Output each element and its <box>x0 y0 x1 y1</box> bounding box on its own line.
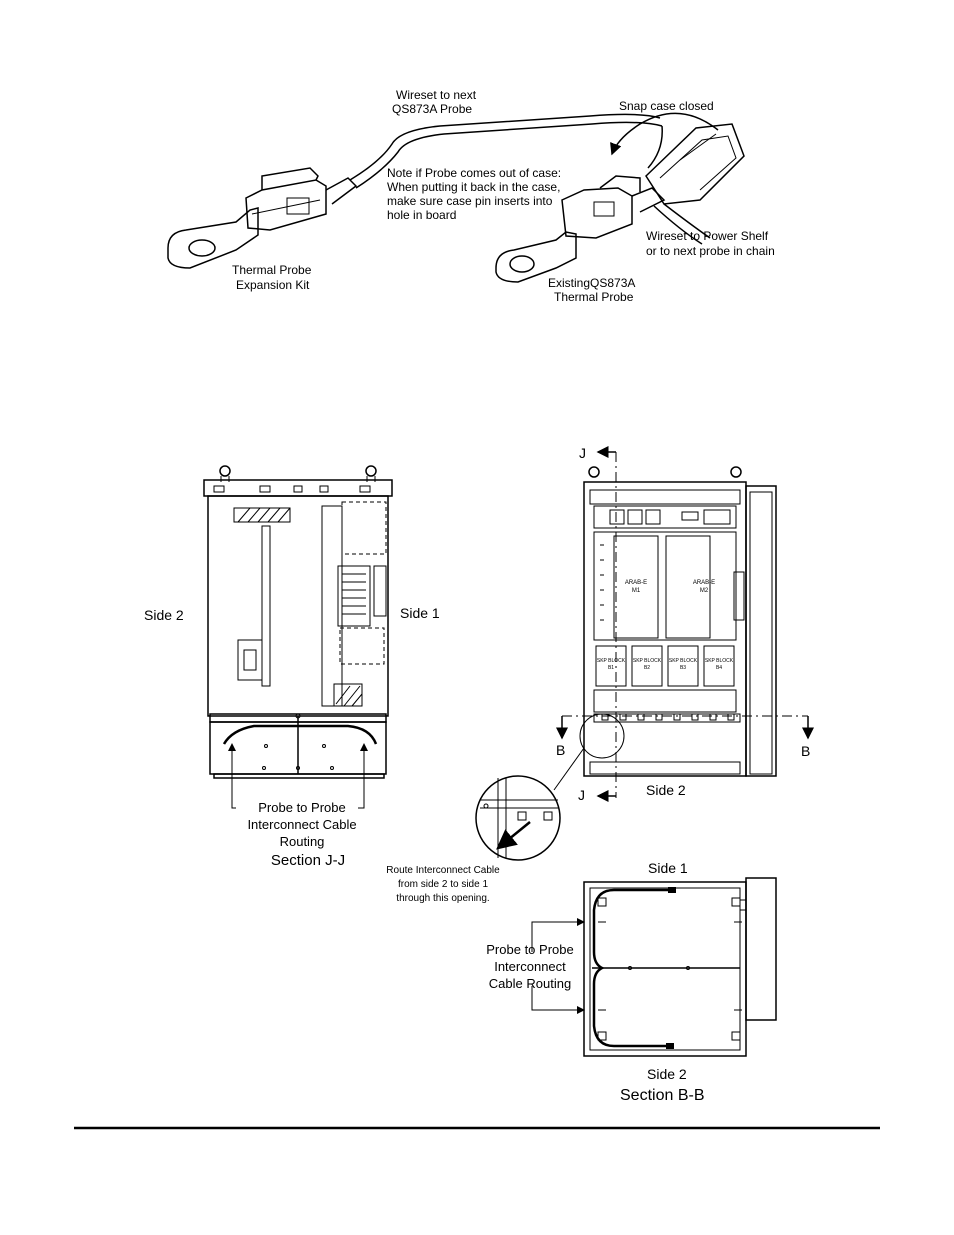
module-1-label: ARAB-E <box>625 580 647 586</box>
snap-case-arrow <box>610 112 719 156</box>
j-bottom-marker: J <box>578 787 585 803</box>
b-left-marker: B <box>556 742 565 758</box>
bb-routing-label-3: Cable Routing <box>489 976 571 991</box>
front-side2-label: Side 2 <box>646 782 686 798</box>
block-2-label: SKP BLOCK <box>633 658 662 664</box>
detail-label-1: Route Interconnect Cable <box>386 865 500 876</box>
note-label-2: When putting it back in the case, <box>387 180 560 194</box>
jj-routing-label-2: Interconnect Cable <box>247 817 356 832</box>
jj-routing-label-1: Probe to Probe <box>258 800 345 815</box>
block-3-label: SKP BLOCK <box>669 658 698 664</box>
jj-routing-label-3: Routing <box>280 834 325 849</box>
bb-side2-label: Side 2 <box>647 1066 687 1082</box>
bb-routing-label-2: Interconnect <box>494 959 566 974</box>
note-label-1: Note if Probe comes out of case: <box>387 166 561 180</box>
block-1-label-2: B1 <box>608 665 614 671</box>
module-1-label-2: M1 <box>632 588 641 594</box>
expansion-kit-probe-drawing <box>167 167 358 269</box>
section-bb-drawing: Side 1 Probe to Probe Interconnect Cable… <box>486 860 777 1104</box>
bb-section-title: Section B-B <box>620 1087 704 1104</box>
jj-section-title: Section J-J <box>271 852 345 869</box>
bb-side1-label: Side 1 <box>648 860 688 876</box>
kit-label-2: Expansion Kit <box>236 278 310 292</box>
snap-case-label: Snap case closed <box>619 99 714 113</box>
module-2-label-2: M2 <box>700 588 709 594</box>
wireset-power-label-2: or to next probe in chain <box>646 244 775 258</box>
block-2-label-2: B2 <box>644 665 650 671</box>
jj-side1-label: Side 1 <box>400 605 440 621</box>
note-label-4: hole in board <box>387 208 456 222</box>
wireset-next-label: Wireset to next <box>396 88 477 102</box>
thermal-probe-figure: Wireset to next QS873A Probe Snap case c… <box>167 88 775 304</box>
wireset-power-label-1: Wireset to Power Shelf <box>646 229 769 243</box>
block-4-label-2: B4 <box>716 665 722 671</box>
jj-side2-label: Side 2 <box>144 607 184 623</box>
existing-label-1: ExistingQS873A <box>548 276 635 290</box>
existing-probe-drawing <box>495 123 745 283</box>
block-4-label: SKP BLOCK <box>705 658 734 664</box>
detail-callout: Route Interconnect Cable from side 2 to … <box>386 775 561 904</box>
note-label-3: make sure case pin inserts into <box>387 194 553 208</box>
module-2-label: ARAB-E <box>693 580 715 586</box>
block-1-label: SKP BLOCK <box>597 658 626 664</box>
section-jj-drawing: Side 2 Side 1 Probe to Probe Interconnec… <box>144 465 440 869</box>
kit-label-1: Thermal Probe <box>232 263 312 277</box>
block-3-label-2: B3 <box>680 665 686 671</box>
front-view-drawing: ARAB-E M1 ARAB-E M2 SKP BLOCK B1 SKP BLO… <box>553 445 814 803</box>
detail-label-2: from side 2 to side 1 <box>398 879 488 890</box>
detail-label-3: through this opening. <box>396 893 489 904</box>
wireset-next-label-2: QS873A Probe <box>392 102 472 116</box>
bb-routing-label-1: Probe to Probe <box>486 942 573 957</box>
b-right-marker: B <box>801 743 810 759</box>
wireset-cable <box>349 113 661 181</box>
j-top-marker: J <box>579 445 586 461</box>
existing-label-2: Thermal Probe <box>554 290 634 304</box>
